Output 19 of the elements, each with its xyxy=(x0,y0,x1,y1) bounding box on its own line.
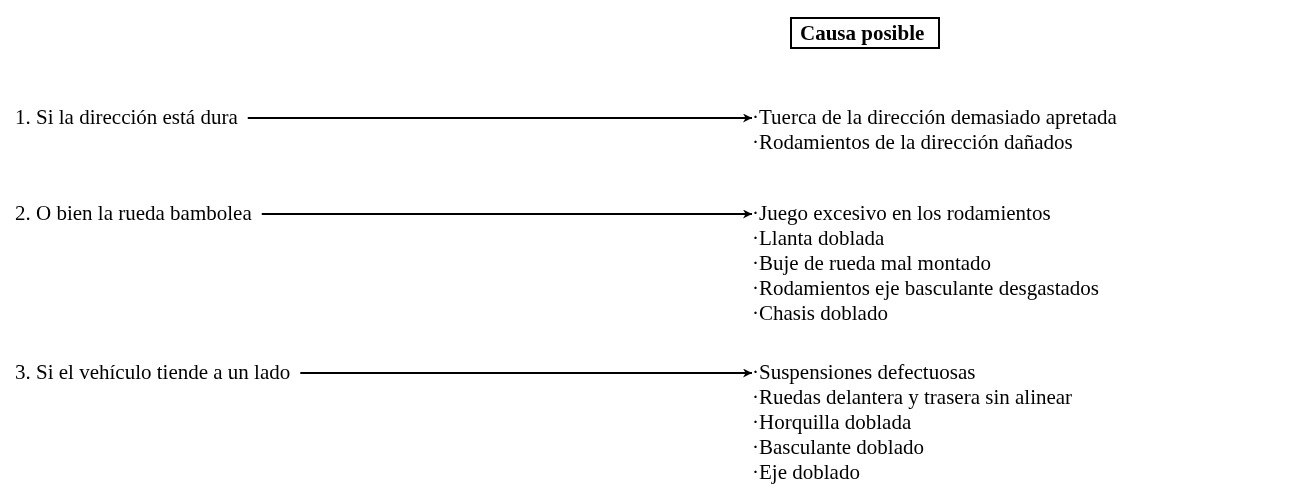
cause-text: ·Juego excesivo en los rodamientos xyxy=(752,201,1051,226)
cause-text: ·Rodamientos eje basculante desgastados xyxy=(752,276,1099,301)
heading-box: Causa posible xyxy=(790,17,941,49)
condition-text: 2. O bien la rueda bambolea xyxy=(15,201,252,226)
cause-text: ·Suspensiones defectuosas xyxy=(752,360,976,385)
cause-text: ·Ruedas delantera y trasera sin alinear xyxy=(752,385,1073,410)
cause-text: ·Chasis doblado xyxy=(752,301,888,326)
cause-text: ·Rodamientos de la dirección dañados xyxy=(752,130,1073,155)
cause-text: ·Tuerca de la dirección demasiado apretada xyxy=(752,105,1117,130)
arrow xyxy=(260,209,753,219)
cause-text: ·Buje de rueda mal montado xyxy=(752,251,992,276)
condition-text: 1. Si la dirección está dura xyxy=(15,105,238,130)
cause-text: ·Eje doblado xyxy=(752,460,860,485)
cause-text: ·Basculante doblado xyxy=(752,435,925,460)
arrow xyxy=(246,113,753,123)
cause-text: ·Horquilla doblada xyxy=(752,410,912,435)
condition-text: 3. Si el vehículo tiende a un lado xyxy=(15,360,291,385)
arrow xyxy=(299,368,753,378)
cause-text: ·Llanta doblada xyxy=(752,226,885,251)
